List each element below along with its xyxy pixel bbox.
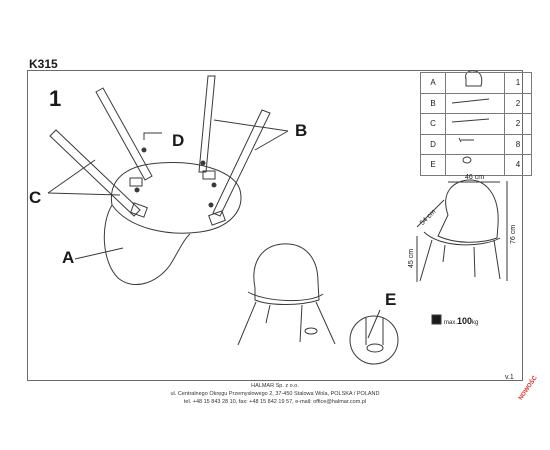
part-image-cell — [445, 154, 505, 176]
leg-plate — [202, 170, 216, 180]
callout-e: E — [385, 290, 397, 309]
seat-underside — [110, 162, 242, 234]
leg-c — [49, 129, 141, 217]
part-qty: 4 — [504, 154, 532, 176]
max-load: max.100kg — [444, 316, 478, 326]
footer-contact: tel. +48 15 843 28 10, fax: +48 15 842 1… — [183, 399, 367, 405]
callout-d: D — [172, 131, 185, 150]
part-letter: B — [420, 92, 446, 114]
part-image-cell — [445, 133, 505, 155]
footer-company: HALMAR Sp. z o.o. — [251, 383, 299, 389]
callout-c: C — [29, 188, 42, 207]
parts-table: A 1 B 2 C 2 D 8 E 4 — [420, 72, 532, 176]
table-row: D 8 — [420, 133, 532, 155]
dim-height: 76 cm — [510, 224, 517, 244]
model-code: K315 — [29, 57, 58, 71]
max-load-unit: kg — [472, 320, 479, 326]
version: v.1 — [505, 374, 514, 381]
backrest-part-a — [103, 204, 191, 286]
table-row: C 2 — [420, 113, 532, 135]
leg-plate — [129, 177, 143, 187]
leg-b — [212, 109, 271, 217]
part-image-cell — [445, 92, 505, 114]
table-row: A 1 — [420, 72, 532, 94]
assembled-chair — [253, 243, 320, 305]
leg-c — [95, 87, 153, 181]
max-load-prefix: max. — [444, 320, 458, 326]
glide-detail — [349, 315, 399, 365]
callout-b: B — [295, 121, 308, 140]
dimension-chair — [437, 179, 499, 243]
part-qty: 8 — [504, 133, 532, 155]
leg-plate — [130, 202, 148, 218]
leg-plate — [208, 210, 226, 226]
dim-width: 46 cm — [465, 174, 485, 181]
part-letter: A — [420, 72, 446, 94]
table-row: E 4 — [420, 154, 532, 176]
instruction-frame — [27, 70, 523, 381]
part-letter: E — [420, 154, 446, 176]
part-letter: D — [420, 133, 446, 155]
part-qty: 2 — [504, 92, 532, 114]
max-load-value: 100 — [457, 316, 473, 326]
callout-a: A — [62, 248, 75, 267]
part-image-cell — [445, 72, 505, 94]
part-image-cell — [445, 113, 505, 135]
leg-b — [198, 75, 216, 173]
part-letter: C — [420, 113, 446, 135]
weight-icon — [431, 314, 442, 325]
part-qty: 2 — [504, 113, 532, 135]
table-row: B 2 — [420, 92, 532, 114]
dim-seat-height: 45 cm — [408, 248, 415, 268]
footer-address: ul. Centralnego Okręgu Przemysłowego 2, … — [170, 391, 380, 397]
step-number: 1 — [49, 86, 62, 111]
part-qty: 1 — [504, 72, 532, 94]
